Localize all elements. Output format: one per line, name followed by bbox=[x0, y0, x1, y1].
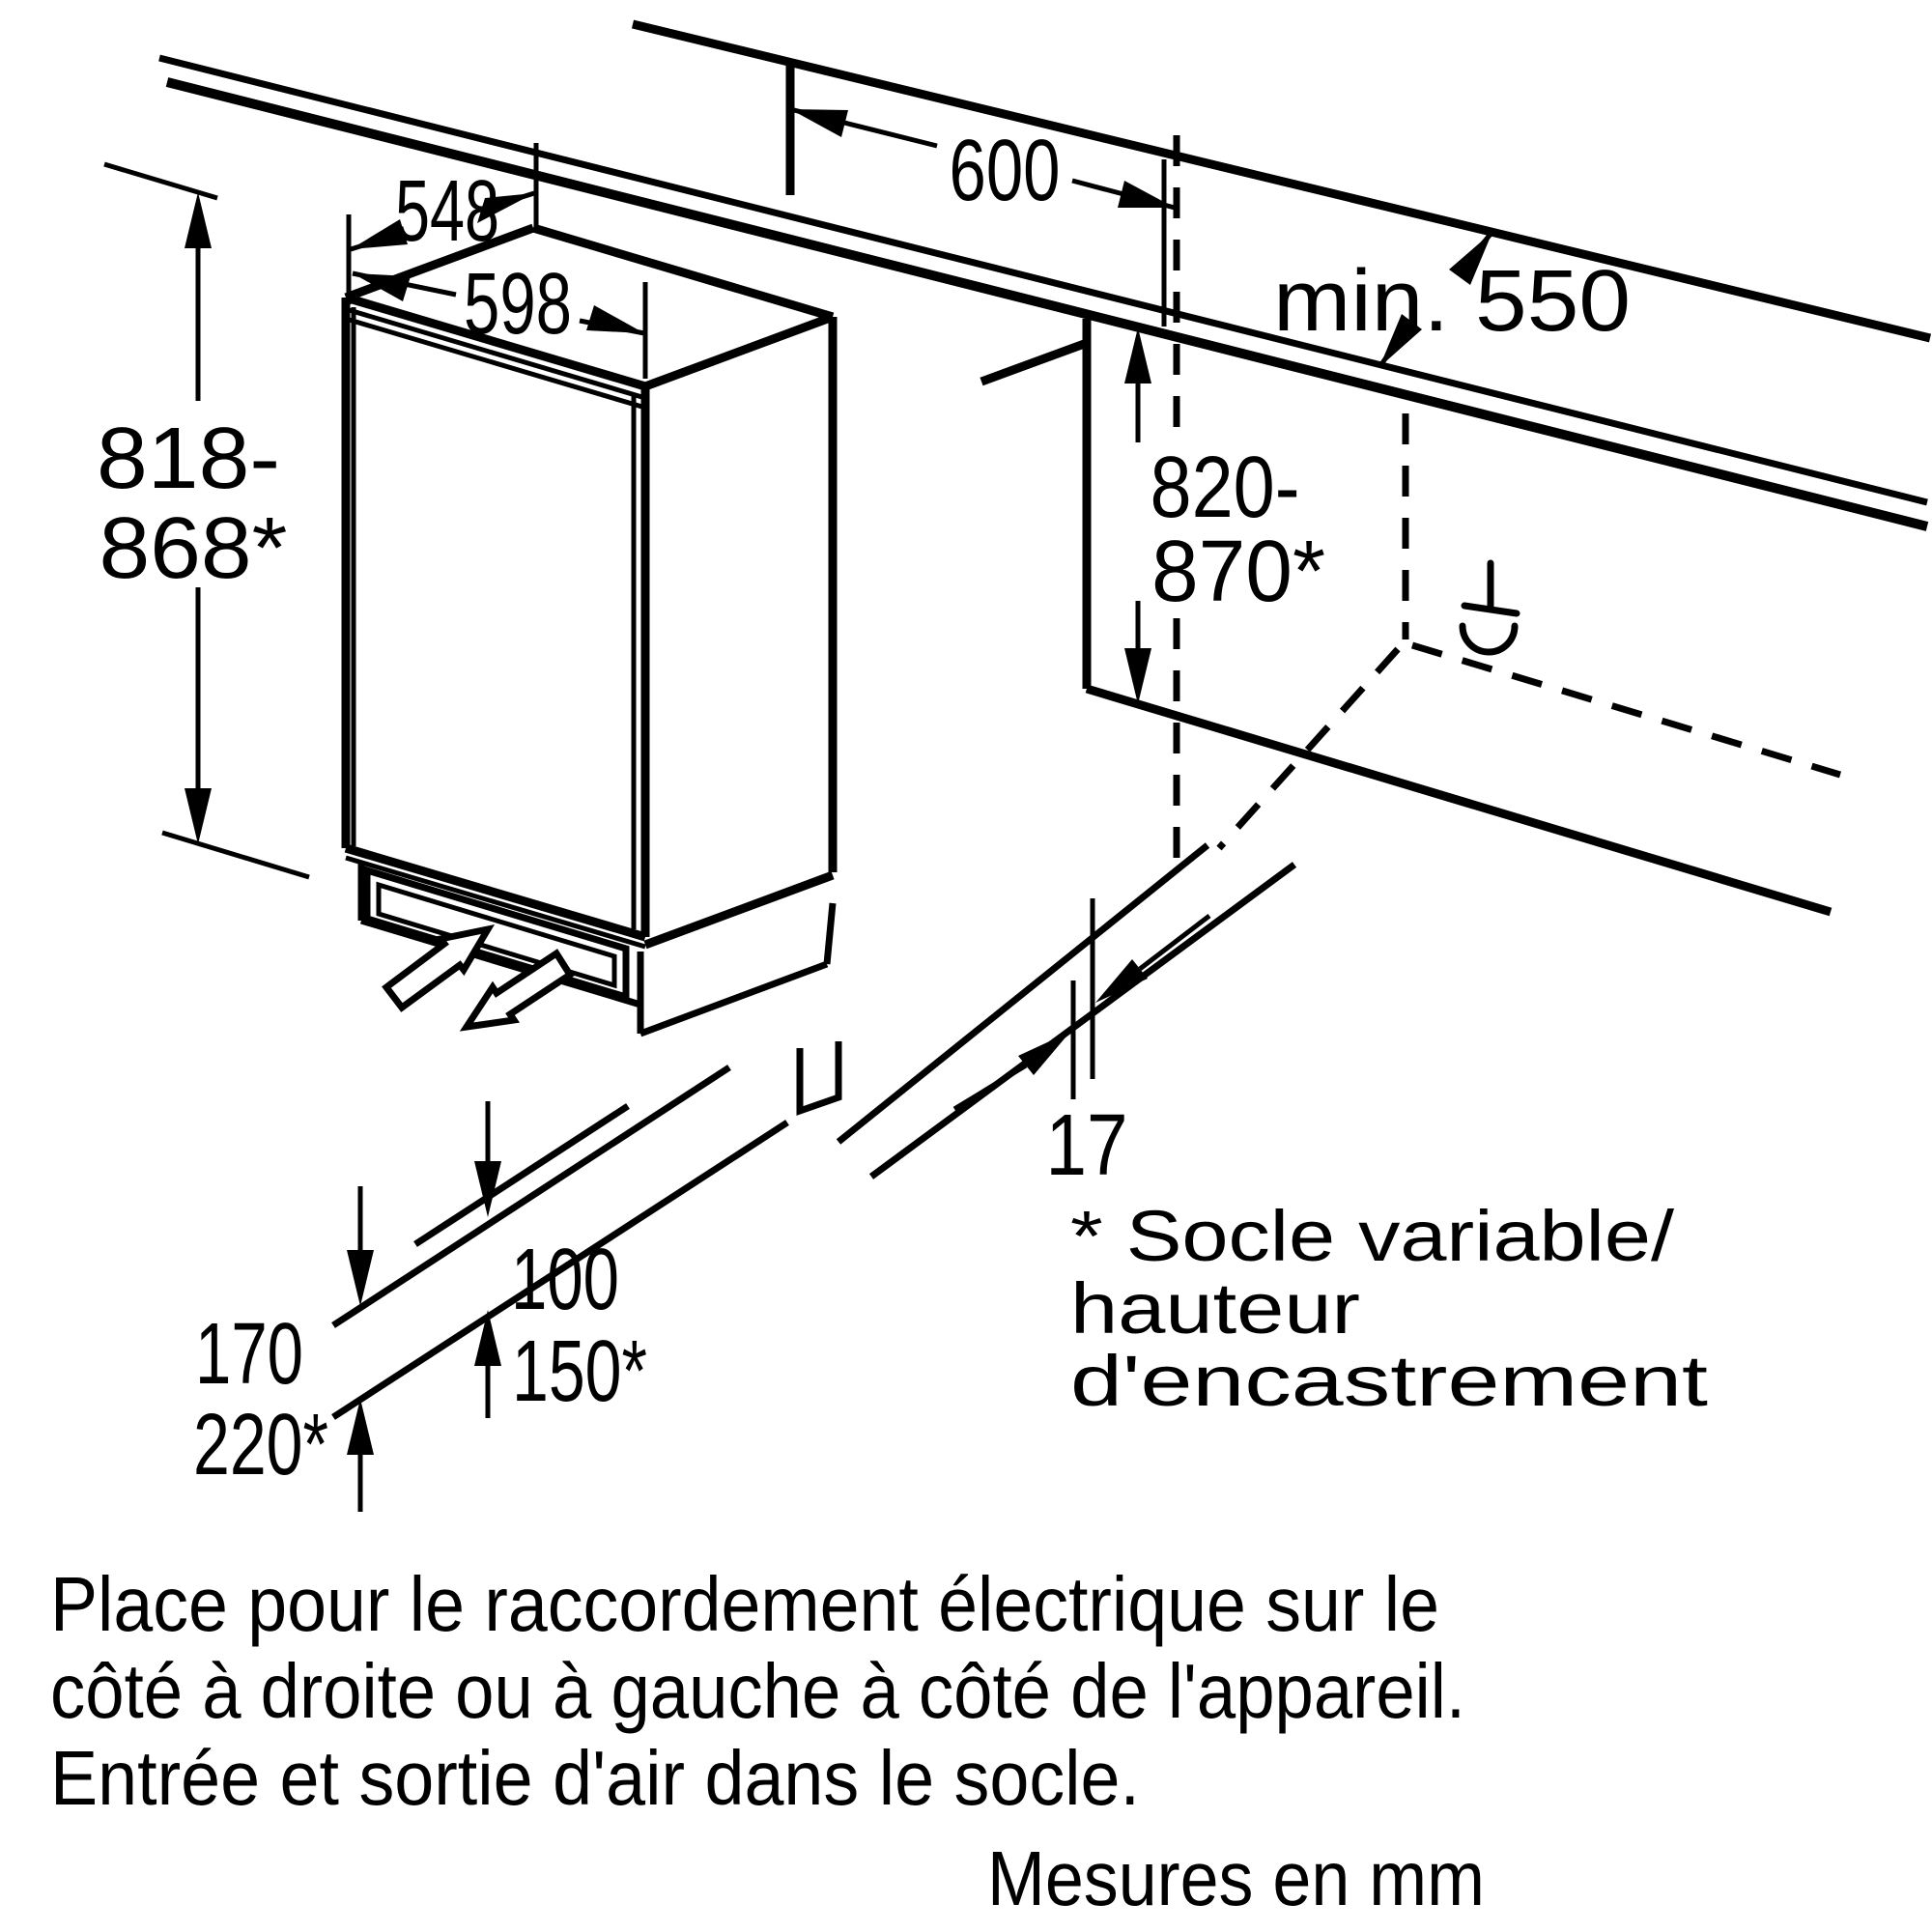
worktop-lines bbox=[158, 19, 1932, 531]
arrowhead bbox=[347, 1250, 374, 1306]
dimension-worktop-depth: min. 550 bbox=[1273, 230, 1631, 369]
floor-line-left bbox=[331, 1120, 789, 1420]
label-vent-height-2: 150* bbox=[512, 1323, 647, 1420]
floor-socle-lines bbox=[331, 842, 1297, 1420]
units-note: Mesures en mm bbox=[987, 1835, 1485, 1921]
arrowhead bbox=[353, 273, 411, 301]
label-niche-width: 600 bbox=[950, 123, 1061, 219]
label-plinth-height-2: 220* bbox=[193, 1397, 328, 1493]
footnote-line-2: hauteur bbox=[1070, 1268, 1360, 1349]
door-top-seam-1 bbox=[345, 306, 646, 401]
socle-top-line-left bbox=[331, 1065, 731, 1328]
label-appliance-height-2: 868* bbox=[99, 500, 288, 597]
arrowhead bbox=[1124, 327, 1151, 384]
base-foot bbox=[796, 1041, 842, 1116]
dimension-niche-width: 600 bbox=[789, 106, 1176, 219]
plinth-bottom-edge bbox=[359, 917, 642, 1009]
worktop-front-lower-line bbox=[165, 77, 1929, 531]
door-bottom-edge-inner bbox=[345, 855, 646, 950]
appliance bbox=[341, 223, 842, 1116]
power-socket-icon bbox=[1459, 559, 1520, 656]
label-appliance-width: 598 bbox=[464, 256, 572, 353]
socket-bar bbox=[1461, 602, 1520, 617]
dimension-plinth-height: 170 220* bbox=[193, 1186, 374, 1512]
door-top-seam-2 bbox=[345, 316, 646, 411]
dimension-side-gap: 17 bbox=[952, 898, 1211, 1194]
worktop-front-upper-line bbox=[158, 54, 1928, 506]
base-right-back-edge bbox=[823, 902, 837, 965]
air-inlet-arrow bbox=[382, 923, 496, 1012]
niche-floor-front-edge bbox=[1085, 684, 1833, 917]
dimension-appliance-height: 818- 868* bbox=[97, 161, 310, 880]
label-vent-height-1: 100 bbox=[511, 1232, 619, 1328]
footnote-line-1: * Socle variable/ bbox=[1070, 1196, 1675, 1276]
socket-cup bbox=[1459, 622, 1519, 656]
socle-vent-bottom-line bbox=[413, 1103, 630, 1247]
label-appliance-depth: 548 bbox=[395, 163, 499, 260]
caption-line-3: Entrée et sortie d'air dans le socle. bbox=[50, 1735, 1140, 1821]
top-face-front-edge bbox=[344, 293, 647, 391]
caption-text: Place pour le raccordement électrique su… bbox=[50, 1561, 1485, 1921]
arrowhead bbox=[351, 219, 408, 249]
arrowhead bbox=[185, 788, 212, 844]
plinth-vent-inner bbox=[376, 881, 617, 989]
niche bbox=[785, 66, 1842, 917]
top-face-back-edge bbox=[531, 223, 835, 322]
arrowhead bbox=[1124, 648, 1151, 704]
label-niche-height-2: 870* bbox=[1151, 524, 1325, 620]
airflow-arrows bbox=[382, 923, 575, 1032]
tick-bottom bbox=[161, 830, 310, 880]
air-outlet-arrow bbox=[459, 949, 575, 1032]
niche-wall-top-edge bbox=[980, 338, 1089, 386]
arrowhead bbox=[586, 305, 644, 333]
arrowhead bbox=[185, 192, 212, 248]
dimension-appliance-width: 598 bbox=[352, 256, 648, 379]
footnote-socle: * Socle variable/ hauteur d'encastrement bbox=[1070, 1196, 1709, 1421]
base-bottom-right-edge bbox=[639, 960, 829, 1037]
arrowhead bbox=[1118, 181, 1175, 208]
label-plinth-height-1: 170 bbox=[195, 1306, 303, 1403]
arrowhead bbox=[474, 1161, 501, 1217]
niche-floor-dashed-front bbox=[1216, 646, 1401, 851]
label-niche-height-1: 820- bbox=[1151, 440, 1300, 536]
arrowhead bbox=[347, 1399, 374, 1455]
top-face-right-edge bbox=[643, 312, 835, 391]
arrowhead bbox=[477, 193, 534, 223]
footnote-line-3: d'encastrement bbox=[1070, 1341, 1709, 1421]
arrowhead bbox=[1095, 959, 1148, 1003]
side-bottom-edge bbox=[643, 870, 835, 950]
door-bottom-edge-outer bbox=[344, 843, 647, 942]
niche-floor-dashed-right bbox=[1410, 641, 1842, 779]
dimension-niche-height: 820- 870* bbox=[1124, 327, 1325, 704]
arrowhead bbox=[474, 1310, 501, 1366]
wall-top-line bbox=[631, 19, 1932, 343]
arrowhead bbox=[1449, 232, 1492, 285]
arrowhead bbox=[790, 109, 848, 137]
leader-left bbox=[952, 1063, 1028, 1112]
arrowhead bbox=[1018, 1032, 1070, 1075]
caption-line-1: Place pour le raccordement électrique su… bbox=[50, 1561, 1439, 1647]
socle-top-line-right bbox=[836, 842, 1210, 1145]
dimension-vent-height: 100 150* bbox=[474, 1101, 647, 1420]
dimension-appliance-depth: 548 bbox=[346, 143, 539, 304]
tick-top bbox=[103, 161, 218, 201]
caption-line-2: côté à droite ou à gauche à côté de l'ap… bbox=[50, 1648, 1465, 1734]
label-appliance-height-1: 818- bbox=[97, 411, 280, 507]
label-worktop-depth: min. 550 bbox=[1273, 253, 1631, 350]
floor-line-right bbox=[868, 862, 1297, 1179]
arrowhead bbox=[1379, 314, 1422, 367]
label-side-gap: 17 bbox=[1046, 1097, 1128, 1194]
leader-right bbox=[1138, 914, 1211, 971]
